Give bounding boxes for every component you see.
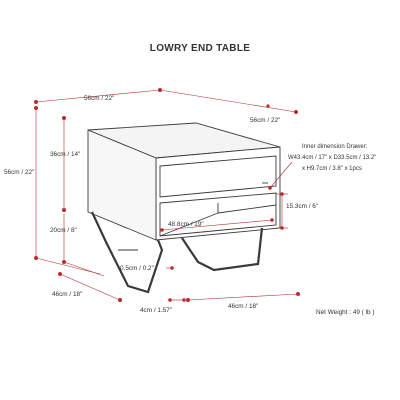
dimension-dot [294, 110, 298, 114]
dimension-dot [34, 106, 38, 110]
shelf-opening [159, 192, 277, 237]
shelf-inner-left [159, 212, 219, 237]
dimension-labels: 56cm / 22" 56cm / 22" 56cm / 22" 36cm / … [4, 95, 376, 316]
diagram-title: LOWRY END TABLE [149, 43, 251, 54]
dimension-dot [296, 292, 300, 296]
top-width-line [35, 89, 161, 103]
shelf-height-label: 15.3cm / 6" [286, 203, 318, 210]
dimension-dot [58, 272, 62, 276]
dimension-dot [62, 116, 66, 120]
shelf-width-label: 48.8cm / 19" [168, 221, 204, 228]
dimension-dot [270, 218, 274, 222]
leg-width-label: 4cm / 1.57" [140, 307, 172, 314]
inner-dimension-line2: W43.4cm / 17" x D33.5cm / 13.2" [288, 155, 376, 161]
left-leg [91, 211, 164, 294]
dimension-dot [186, 298, 190, 302]
top-depth-line [159, 89, 297, 113]
dimension-dot [34, 100, 38, 104]
body-height-label: 36cm / 14" [50, 151, 80, 158]
dimension-lines [34, 88, 300, 302]
dimension-dot [168, 298, 172, 302]
top-depth-label: 56cm / 22" [250, 117, 280, 124]
dimension-dot [118, 298, 122, 302]
drawer-front [159, 155, 277, 198]
shelf-inner-back [217, 204, 277, 214]
net-weight-label: Net Weight : 49 ( lb ) [316, 309, 375, 316]
overall-height-foot [35, 257, 101, 275]
dimension-dot [62, 208, 66, 212]
base-depth-left-line [59, 273, 121, 301]
top-width-label: 56cm / 22" [84, 95, 114, 102]
overall-height-label: 56cm / 22" [4, 169, 34, 176]
dimension-dot [160, 228, 164, 232]
dimension-dot [170, 266, 174, 270]
dimension-dot [182, 298, 186, 302]
dimension-dot [268, 186, 272, 190]
end-table-illustration [87, 122, 281, 294]
base-width-right-line [187, 293, 299, 301]
base-depth-left-label: 46cm / 18" [52, 291, 82, 298]
inner-dimension-line3: x H9.7cm / 3.8" x 1pcs [302, 166, 362, 172]
shelf-width-line [161, 219, 273, 231]
leg-height-foot [63, 261, 105, 277]
leg-height-label: 20cm / 8" [50, 227, 77, 234]
leg-thickness-label: 0.5cm / 0.2" [120, 265, 154, 272]
inner-dimension-line1: Inner dimension Drawer: [302, 144, 368, 150]
right-leg [181, 227, 264, 272]
dimension-dot [266, 104, 270, 108]
base-width-right-label: 46cm / 18" [228, 303, 258, 310]
table-side [87, 129, 157, 241]
drawer-callout-line [269, 161, 293, 189]
